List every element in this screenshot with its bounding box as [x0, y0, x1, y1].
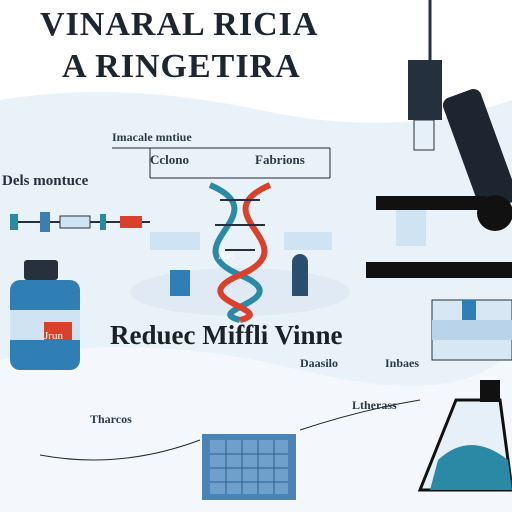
dna-helix-icon [130, 182, 350, 323]
bottle-icon [10, 260, 80, 370]
top-small-label-3: Fabrions [255, 152, 305, 167]
bottom-small-label-2: Tharcos [90, 412, 132, 426]
info-panel [284, 232, 332, 250]
syringe-icon [10, 212, 150, 232]
top-small-label-1: Imacale mntiue [112, 130, 192, 144]
bottle-tag: Jrun [44, 330, 63, 342]
microscope-icon [366, 0, 512, 278]
background-wave-lower [0, 347, 512, 512]
middle-heading: Reduec Miffli Vinne [110, 320, 343, 350]
left-header: Dels montuce [2, 173, 89, 189]
bottom-small-label-1: Ltherass [352, 398, 397, 412]
info-panel [150, 232, 200, 250]
vial-icon [431, 299, 512, 361]
right-small-label-2: Inbaes [385, 356, 420, 370]
right-small-label-1: Daasilo [300, 356, 339, 370]
grid-panel-icon [202, 434, 296, 500]
helix-tag: Ae: [218, 250, 234, 262]
connector-lines [39, 147, 421, 461]
flask-icon [417, 380, 512, 492]
top-small-label-2: Cclono [150, 152, 189, 167]
title-line-1: VINARAL RICIA [40, 6, 319, 43]
title-line-2: A RINGETIRA [62, 48, 301, 85]
